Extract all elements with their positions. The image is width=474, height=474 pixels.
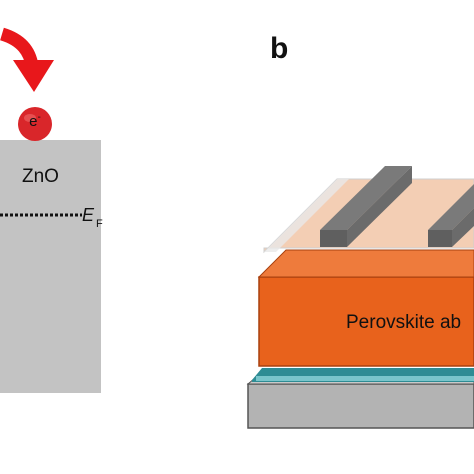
electron-charge: - xyxy=(37,112,41,123)
electrode-2-side xyxy=(428,230,452,247)
top-layer-edge xyxy=(264,179,349,252)
teal-layer-highlight xyxy=(256,376,474,381)
electron-label: e- xyxy=(20,112,50,130)
zno-block xyxy=(0,140,101,393)
perovskite-absorber-label: Perovskite ab xyxy=(346,312,462,333)
electrode-2-top xyxy=(428,184,474,230)
arrow-head-icon xyxy=(13,60,54,92)
panel-b-label: b xyxy=(270,32,289,65)
electrode-2-end xyxy=(452,208,474,247)
zno-label: ZnO xyxy=(22,166,59,187)
perovskite-layer xyxy=(258,276,474,367)
electrode-1-top xyxy=(320,166,412,230)
electron-symbol: e xyxy=(29,113,38,130)
fermi-subscript: F xyxy=(96,218,103,230)
fermi-symbol: E xyxy=(82,205,95,225)
electrode-1-side xyxy=(320,230,347,247)
electrode-1-end xyxy=(347,166,412,247)
substrate-layer xyxy=(247,383,474,429)
perovskite-top xyxy=(257,249,474,278)
electron-highlight xyxy=(24,114,36,122)
